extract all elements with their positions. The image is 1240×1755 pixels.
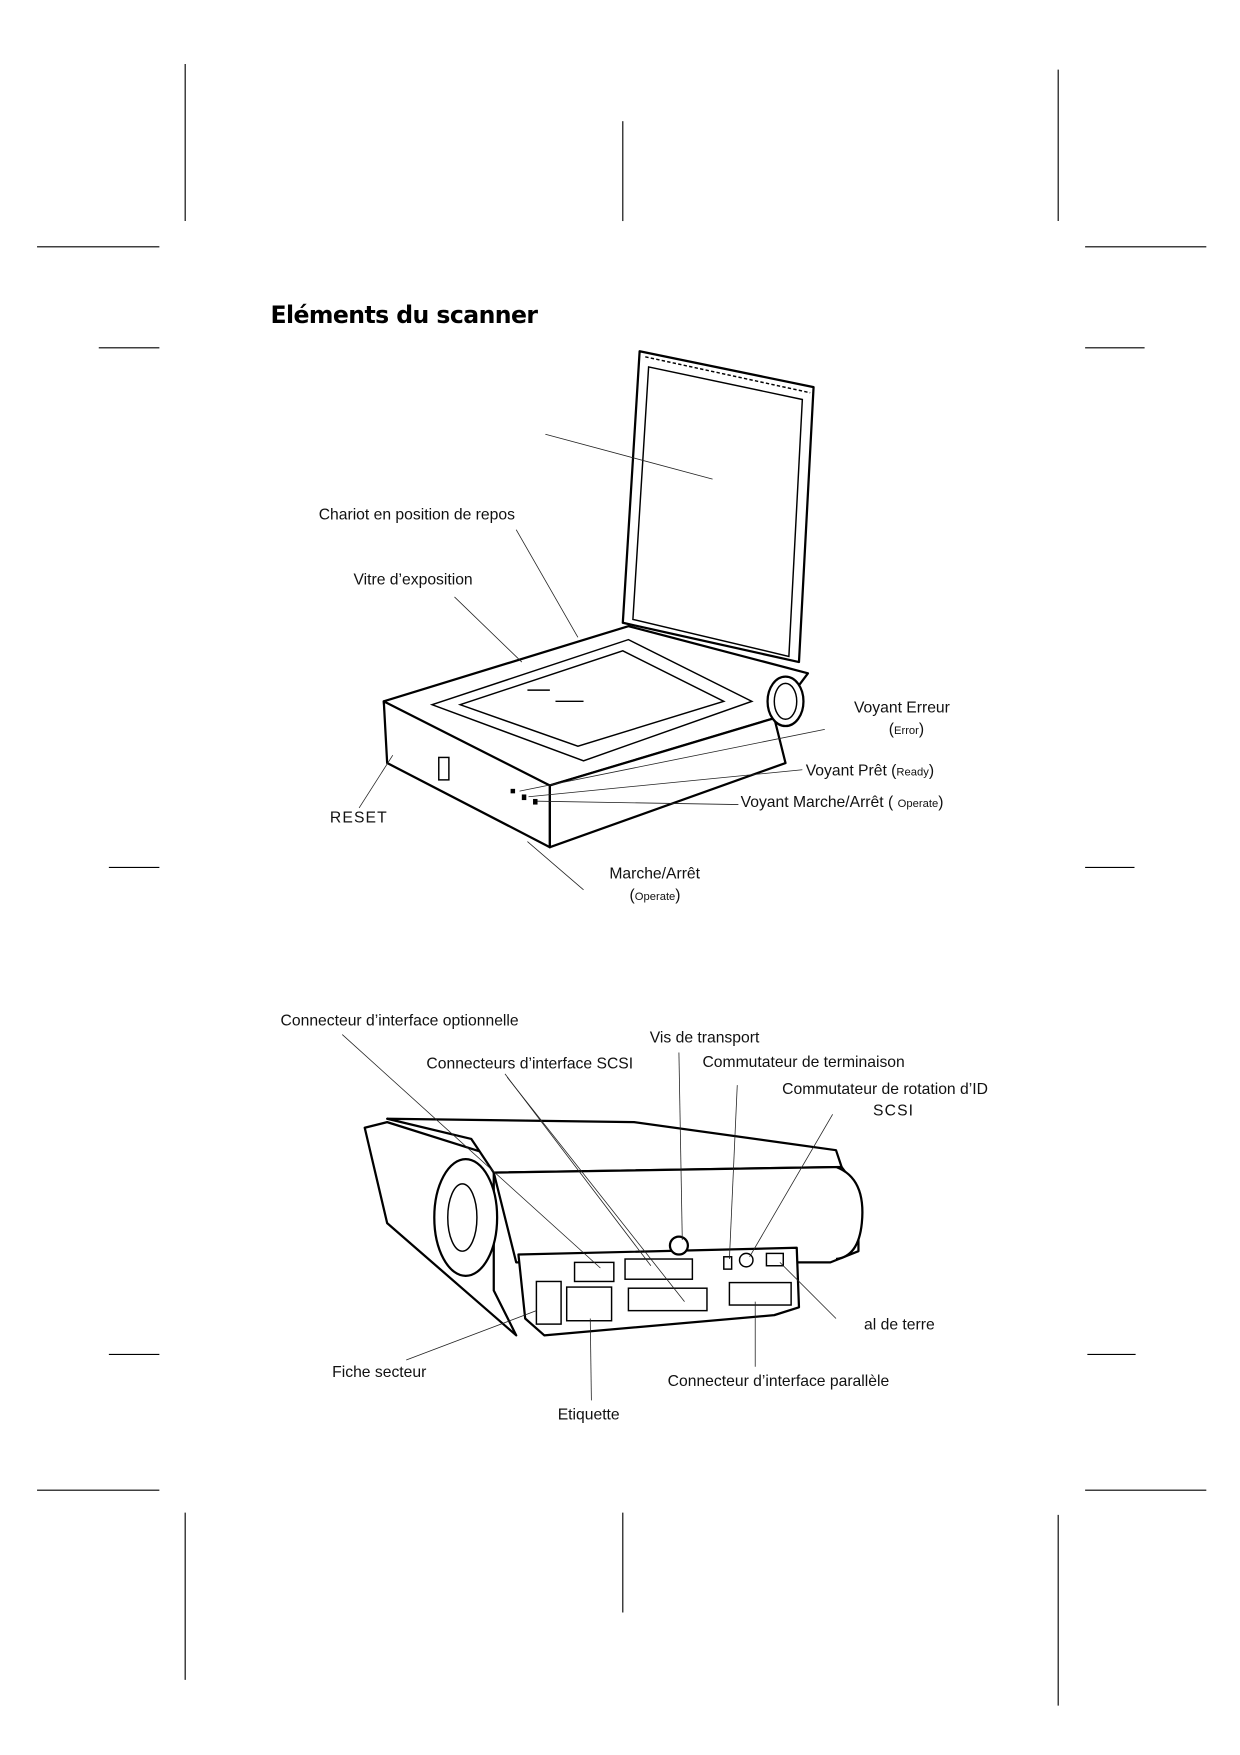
label-power-sub: Operate (635, 891, 676, 903)
label-termination-switch: Commutateur de terminaison (702, 1054, 904, 1071)
figure2-labels: Connecteur d’interface optionnelle Vis d… (281, 1013, 988, 1424)
label-error-light: Voyant Erreur (854, 700, 950, 717)
label-operate-sub: Operate (898, 798, 939, 810)
label-power-inlet: Fiche secteur (332, 1364, 426, 1381)
label-operate-light: Voyant Marche/Arrêt ( (741, 794, 894, 811)
label-transport-screw: Vis de transport (650, 1029, 760, 1046)
label-carriage: Chariot en position de repos (319, 507, 515, 524)
label-etiquette: Etiquette (558, 1406, 620, 1423)
svg-text:Voyant Prêt (Ready): Voyant Prêt (Ready) (806, 762, 934, 779)
label-error-sub: Error (894, 725, 919, 737)
scanner-front-illustration (382, 350, 815, 849)
label-parallel: Connecteur d’interface parallèle (668, 1373, 890, 1390)
scanner-rear-illustration (363, 1117, 864, 1337)
figure2-leader-lines (342, 1034, 837, 1401)
label-scsi-connectors: Connecteurs d’interface SCSI (426, 1055, 633, 1072)
label-ready-light: Voyant Prêt ( (806, 762, 897, 779)
svg-text:(Operate): (Operate) (630, 887, 681, 904)
figure1-leader-lines (358, 433, 825, 891)
crop-marks (37, 63, 1207, 1706)
label-ready-sub: Ready (896, 766, 929, 778)
figure1-labels: Chariot en position de repos Vitre d’exp… (319, 507, 950, 904)
label-ground: al de terre (864, 1317, 935, 1334)
label-scsi-id-switch-2: SCSI (873, 1102, 914, 1119)
label-glass: Vitre d’exposition (353, 572, 472, 589)
label-power-button: Marche/Arrêt (609, 866, 700, 883)
svg-text:(Error): (Error) (889, 721, 924, 738)
page-title: Eléments du scanner (270, 301, 538, 329)
svg-text:Voyant Marche/Arrêt (Operate): Voyant Marche/Arrêt (Operate) (741, 794, 944, 811)
label-optional-interface: Connecteur d’interface optionnelle (281, 1013, 519, 1030)
label-reset: RESET (330, 810, 388, 827)
label-scsi-id-switch: Commutateur de rotation d’ID (782, 1081, 988, 1098)
